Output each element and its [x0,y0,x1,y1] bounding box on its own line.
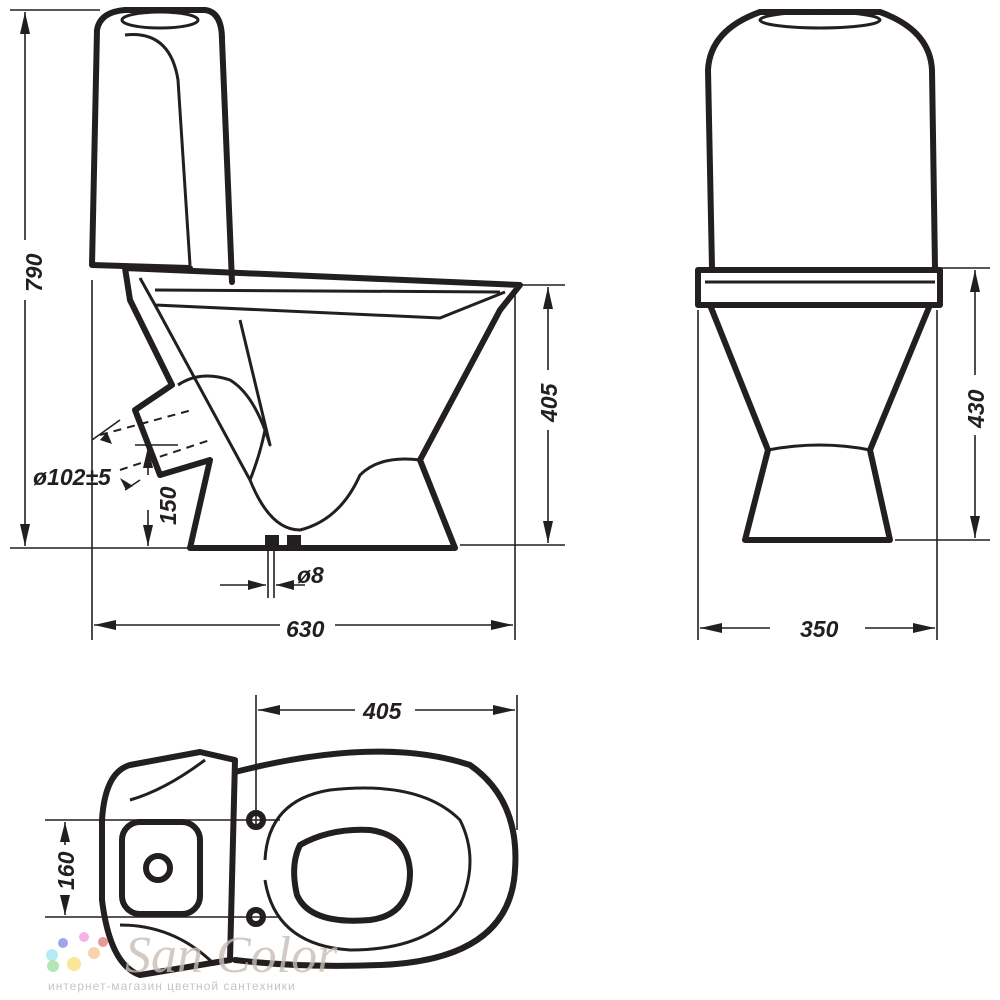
top-view [99,748,519,978]
top-button [143,853,173,883]
side-view [89,7,523,551]
dimension-lines [10,9,990,918]
front-tank [705,9,938,271]
front-collar [695,267,943,308]
dim-430: 430 [963,389,989,429]
front-bowl [707,302,933,543]
outlet-axis-1 [99,409,193,436]
top-tank-inner [119,758,217,967]
front-bowl-neck [767,443,871,452]
watermark-tagline: интернет-магазин цветной сантехники [48,979,296,993]
dim-405-side: 405 [536,382,562,423]
drain-fitting-left [265,535,279,549]
side-tank [89,7,235,285]
watermark-brand: San Color [125,927,338,984]
top-bowl [232,748,519,969]
top-bowl-opening [291,826,413,924]
dim-790: 790 [21,253,47,292]
outlet-axis-2 [119,439,211,471]
tank-button [120,10,200,30]
side-rim [138,277,506,320]
dim-drain-diameter: ø8 [297,562,324,588]
dim-350: 350 [800,616,839,642]
watermark-logo: San Color интернет-магазин цветной санте… [46,927,338,993]
top-inner-rim [263,786,472,952]
front-button [758,10,882,30]
drain-fitting-right [287,535,301,549]
top-tank-lid [119,819,203,917]
dim-160: 160 [53,851,79,890]
dim-405-top: 405 [362,698,403,724]
dim-630: 630 [286,616,325,642]
dim-outlet-diameter: ø102±5 [33,464,112,490]
side-bowl [122,265,523,551]
side-bowl-inner [153,304,421,532]
dim-150: 150 [155,486,181,525]
top-tank [99,749,238,978]
front-view [695,9,943,543]
tank-inner-curve [124,33,192,266]
